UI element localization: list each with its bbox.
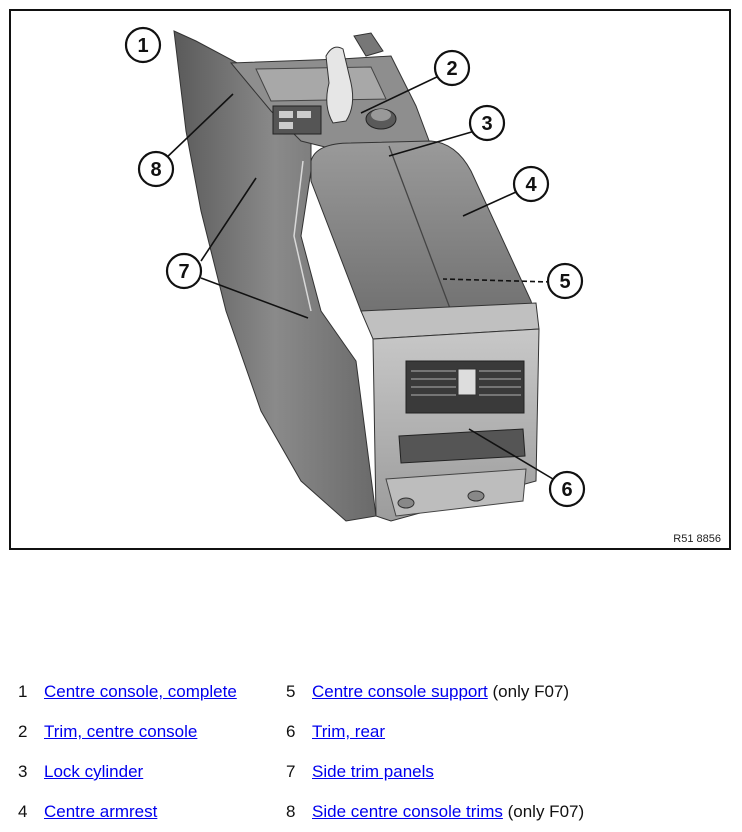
link-lock-cylinder[interactable]: Lock cylinder — [44, 762, 144, 781]
legend-item-1: 1 Centre console, complete — [18, 682, 237, 702]
callout-2: 2 — [433, 49, 471, 87]
link-side-trim-panels[interactable]: Side trim panels — [312, 762, 434, 781]
legend-number: 3 — [18, 762, 28, 781]
legend-number: 4 — [18, 802, 28, 821]
svg-text:6: 6 — [561, 479, 572, 501]
legend-item-2: 2 Trim, centre console — [18, 722, 197, 742]
legend-note: (only F07) — [492, 682, 570, 701]
legend-item-8: 8 Side centre console trims (only F07) — [286, 802, 584, 822]
svg-text:7: 7 — [178, 261, 189, 283]
legend-number: 8 — [286, 802, 296, 821]
legend-note: (only F07) — [507, 802, 585, 821]
callout-6: 6 — [548, 470, 586, 508]
legend-number: 1 — [18, 682, 28, 701]
centre-armrest — [310, 140, 537, 330]
callout-1: 1 — [124, 26, 162, 64]
legend-number: 7 — [286, 762, 296, 781]
svg-text:8: 8 — [150, 159, 161, 181]
figure-reference-code: R51 8856 — [673, 533, 721, 545]
link-centre-console-support[interactable]: Centre console support — [312, 682, 488, 701]
legend-number: 2 — [18, 722, 28, 741]
link-centre-console-complete[interactable]: Centre console, complete — [44, 682, 237, 701]
svg-text:3: 3 — [481, 113, 492, 135]
link-centre-armrest[interactable]: Centre armrest — [44, 802, 158, 821]
centre-console-illustration: 1 2 3 4 5 6 7 8 — [124, 26, 586, 522]
legend-item-4: 4 Centre armrest — [18, 802, 157, 822]
legend-item-3: 3 Lock cylinder — [18, 762, 143, 782]
callout-8: 8 — [137, 150, 175, 188]
exploded-diagram-frame: 1 2 3 4 5 6 7 8 R51 8856 — [9, 9, 731, 550]
gear-selector — [325, 46, 354, 124]
svg-text:2: 2 — [446, 58, 457, 80]
svg-text:4: 4 — [525, 174, 537, 196]
legend-item-7: 7 Side trim panels — [286, 762, 434, 782]
callout-7: 7 — [165, 252, 203, 290]
svg-text:5: 5 — [559, 271, 570, 293]
legend-item-6: 6 Trim, rear — [286, 722, 385, 742]
legend-number: 6 — [286, 722, 296, 741]
link-trim-centre-console[interactable]: Trim, centre console — [44, 722, 198, 741]
svg-text:1: 1 — [137, 35, 148, 57]
callout-5: 5 — [546, 262, 584, 300]
link-side-centre-console-trims[interactable]: Side centre console trims — [312, 802, 503, 821]
legend-number: 5 — [286, 682, 296, 701]
link-trim-rear[interactable]: Trim, rear — [312, 722, 386, 741]
legend-item-5: 5 Centre console support (only F07) — [286, 682, 569, 702]
callout-4: 4 — [512, 165, 550, 203]
callout-3: 3 — [468, 104, 506, 142]
